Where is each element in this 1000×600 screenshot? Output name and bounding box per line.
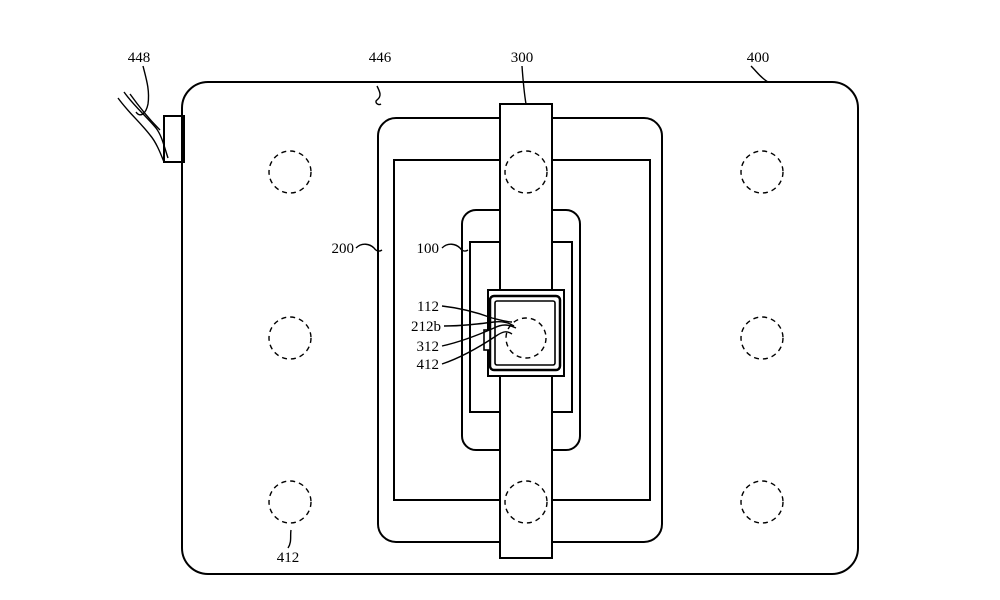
label-412-bottom-left: 412 [277, 550, 300, 566]
charging-mat-400 [181, 81, 859, 575]
cable-448 [117, 91, 169, 163]
coil-412 [504, 150, 548, 194]
label-300: 300 [511, 50, 534, 66]
label-112: 112 [417, 299, 439, 315]
label-212b: 212b [411, 319, 441, 335]
label-312: 312 [417, 339, 440, 355]
leader-lines [135, 65, 769, 549]
coil-412 [268, 150, 312, 194]
coil-412 [268, 316, 312, 360]
label-400: 400 [747, 50, 770, 66]
coil-412 [504, 480, 548, 524]
coil-412-center [505, 317, 547, 359]
label-100: 100 [417, 241, 440, 257]
coil-412 [740, 316, 784, 360]
watch-display [494, 300, 556, 366]
label-448: 448 [128, 50, 151, 66]
label-446: 446 [369, 50, 392, 66]
coil-412 [740, 150, 784, 194]
power-connector [163, 115, 185, 163]
coil-412 [740, 480, 784, 524]
label-412-center: 412 [417, 357, 440, 373]
coil-412 [268, 480, 312, 524]
label-200: 200 [332, 241, 355, 257]
coil-grid-412 [268, 150, 784, 524]
